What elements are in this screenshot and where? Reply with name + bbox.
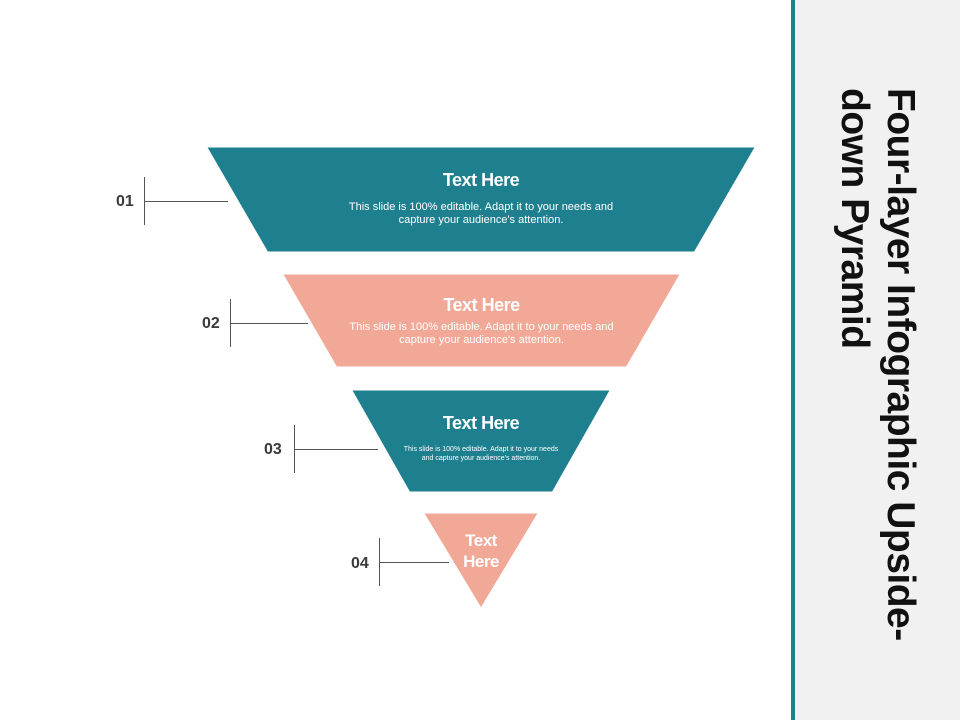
- pyramid-layer-3: Text Here This slide is 100% editable. A…: [347, 387, 615, 495]
- layer-2-number: 02: [202, 315, 220, 332]
- layer-3-shape: [347, 387, 615, 495]
- layer-1-title: Text Here: [442, 170, 520, 190]
- layer-4-number: 04: [351, 555, 369, 572]
- layer-3-description: This slide is 100% editable. Adapt it to…: [403, 446, 559, 462]
- layer-2-shape: [278, 271, 685, 370]
- layer-3-callout-hline: [294, 449, 378, 450]
- layer-4-callout-hline: [379, 562, 449, 563]
- layer-1-description: This slide is 100% editable. Adapt it to…: [348, 201, 614, 226]
- layer-2-callout-hline: [230, 323, 308, 324]
- pyramid-layer-4: Text Here: [419, 510, 543, 613]
- layer-4-shape: [419, 510, 543, 613]
- pyramid-layer-1: Text Here This slide is 100% editable. A…: [202, 144, 760, 255]
- layer-3-number: 03: [264, 441, 282, 458]
- title-panel: Four-layer Infographic Upside-down Pyram…: [791, 0, 960, 720]
- pyramid-layer-2: Text Here This slide is 100% editable. A…: [278, 271, 685, 370]
- layer-3-title: Text Here: [442, 413, 520, 433]
- layer-2-description: This slide is 100% editable. Adapt it to…: [349, 321, 614, 346]
- layer-1-shape: [202, 144, 760, 255]
- layer-4-title: Text Here: [463, 531, 499, 571]
- layer-1-callout-hline: [144, 201, 228, 202]
- slide-title: Four-layer Infographic Upside-down Pyram…: [833, 88, 922, 641]
- layer-2-title: Text Here: [443, 295, 520, 315]
- layer-1-number: 01: [116, 193, 134, 210]
